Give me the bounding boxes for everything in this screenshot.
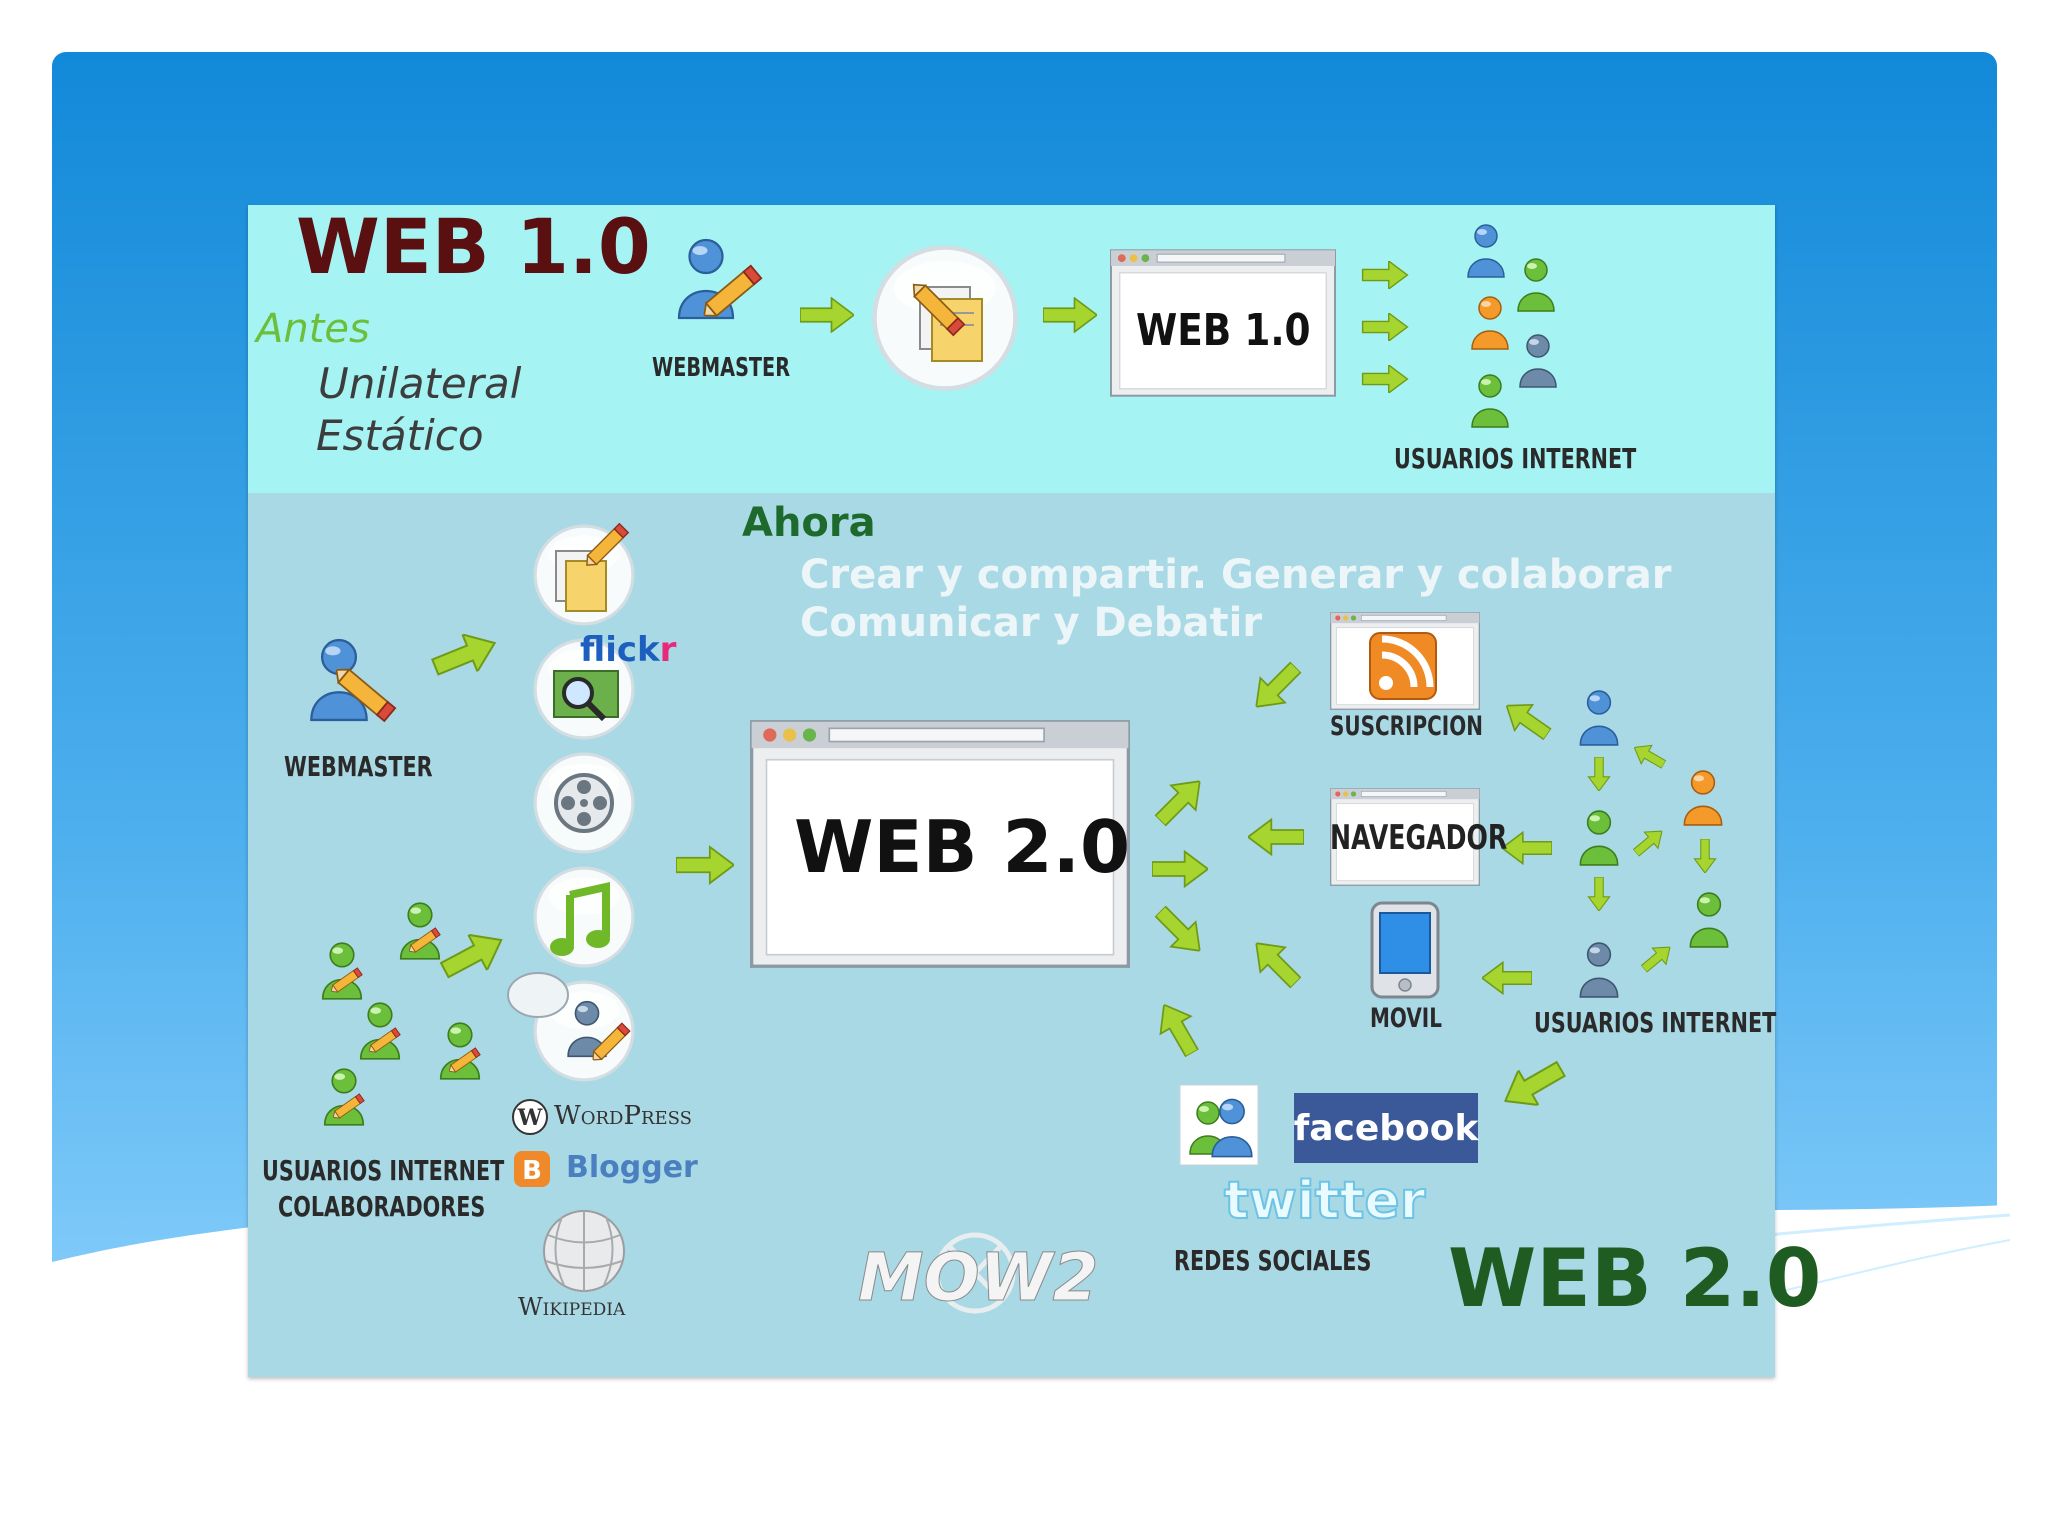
web2-big-title: WEB 2.0 [1448,1232,1822,1325]
arrow-icon [1494,1051,1572,1119]
movil-label: MOVIL [1370,1003,1442,1034]
arrow-icon [433,920,513,990]
arrow-icon [1152,850,1208,888]
suscripcion-label: SUSCRIPCION [1330,711,1483,742]
arrow-icon [1496,692,1558,748]
web2-window-label: WEB 2.0 [794,805,1131,889]
arrow-icon [1242,929,1310,997]
arrow-icon [1146,767,1214,835]
blogger-icon: B [514,1151,550,1187]
svg-text:B: B [522,1156,542,1186]
music-note-icon [533,866,635,968]
mobile-phone-icon [1370,901,1440,999]
blogger-label: Blogger [566,1150,698,1185]
web-comparison-diagram: W B [248,202,1821,1377]
slogan-line2: Comunicar y Debatir [800,600,1263,646]
wikipedia-globe-icon [543,1210,625,1292]
arrow-icon [1146,897,1214,965]
arrow-icon [426,622,504,688]
twitter-logo: twitter [1223,1171,1426,1231]
arrow-icon [1482,961,1532,995]
chat-user-icon [507,972,635,1082]
edit-document-icon [533,522,635,626]
arrow-icon [1043,297,1097,333]
diagram-graphics: W B [310,224,1729,1314]
flickr-label: flickr [580,630,677,670]
facebook-logo: facebook [1294,1093,1478,1163]
wikipedia-label: Wikipedia [518,1293,626,1321]
collaborator-users-icons [321,902,481,1126]
webmaster-label-top: WEBMASTER [652,353,791,383]
web1-window-label: WEB 1.0 [1136,305,1311,356]
slogan-line1: Crear y compartir. Generar y colaborar [800,552,1672,598]
arrow-icon [1242,653,1310,721]
arrow-icon [1361,365,1409,393]
users-internet-network [1579,690,1729,998]
rss-feed-icon [1330,612,1480,710]
social-users-icon [1179,1084,1259,1166]
webmaster-pencil-icon [310,638,397,722]
redes-sociales-label: REDES SOCIALES [1174,1244,1372,1277]
flickr-photo-icon [533,638,635,740]
web1-title: WEB 1.0 [296,202,651,291]
collaborators-line2: COLABORADORES [278,1190,486,1223]
unilateral-label: Unilateral [318,359,522,408]
users-internet-label-bottom: USUARIOS INTERNET [1534,1006,1777,1039]
wordpress-label: WordPress [554,1101,692,1131]
svg-text:W: W [517,1105,543,1131]
web1-panel [248,205,1775,493]
wordpress-icon: W [512,1099,548,1135]
webmaster-pencil-icon [677,238,763,323]
arrow-icon [676,845,734,885]
arrow-icon [1248,818,1304,856]
navegador-label: NAVEGADOR [1330,818,1508,858]
mow2-logo-text: MOW2 [858,1239,1100,1316]
mow2-logo-emblem [934,1232,1016,1314]
webmaster-label-bottom: WEBMASTER [284,750,433,783]
film-reel-icon [533,752,635,854]
antes-label: Antes [256,306,370,352]
arrow-icon [1361,313,1409,341]
edit-document-icon [875,248,1016,389]
arrow-icon [1502,831,1552,865]
estatico-label: Estático [316,411,484,460]
collaborators-line1: USUARIOS INTERNET [262,1154,505,1187]
ahora-label: Ahora [742,500,876,546]
arrow-icon [800,297,854,333]
users-internet-icons [1467,224,1557,428]
arrow-icon [1361,261,1409,289]
arrow-icon [1147,995,1209,1063]
users-internet-label-top: USUARIOS INTERNET [1394,442,1637,475]
